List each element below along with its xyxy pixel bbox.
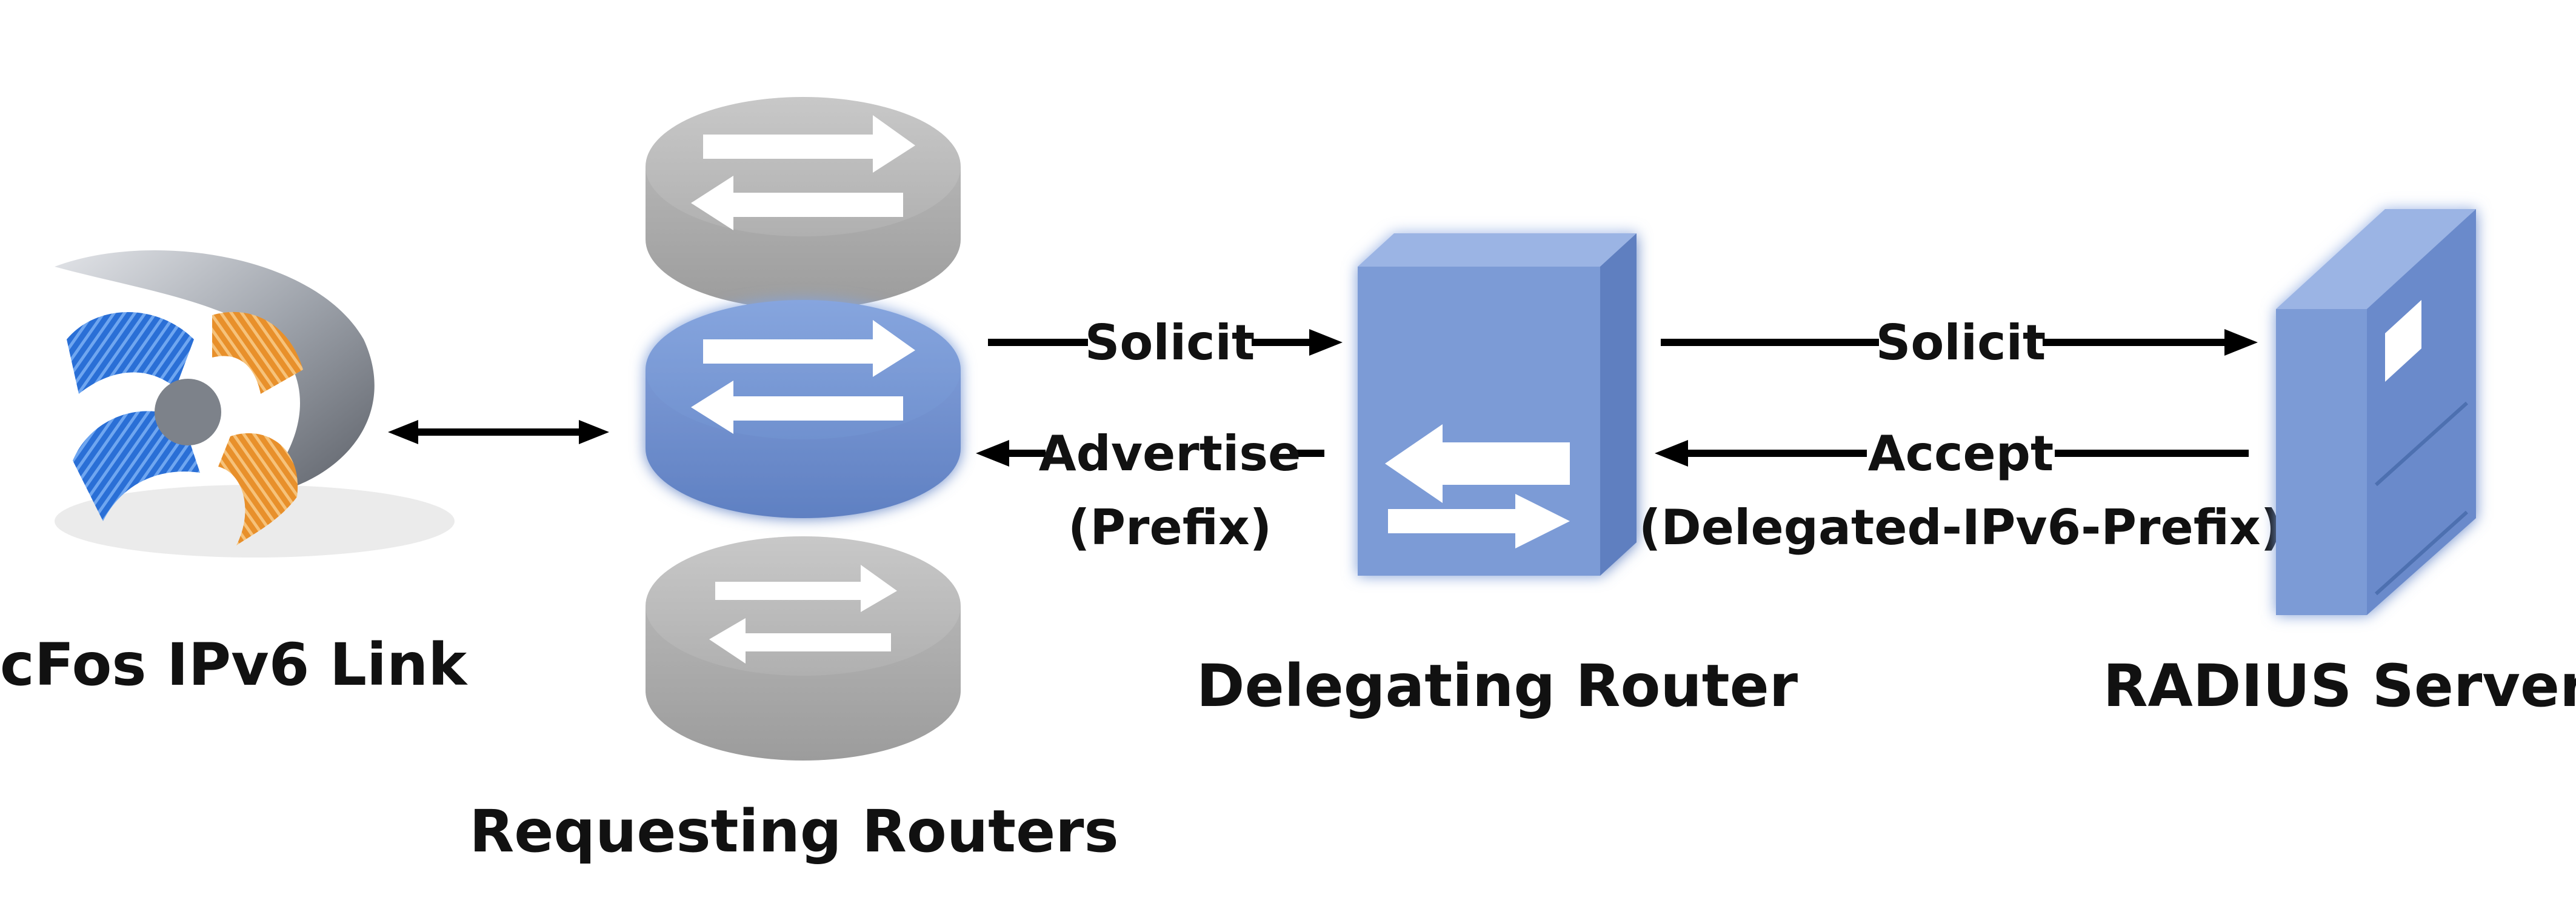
router-cylinder-icon: [646, 97, 961, 309]
link-arrow: [388, 420, 609, 444]
radius-label: RADIUS Server: [2103, 652, 2576, 720]
router-box-icon: [1358, 233, 1637, 576]
advertise-arrow: Advertise (Prefix): [976, 423, 1324, 556]
advertise-label: Advertise: [1039, 425, 1301, 482]
solicit-label-1: Solicit: [1085, 315, 1255, 371]
router-cylinder-icon: [646, 300, 961, 518]
server-tower-icon: [2276, 209, 2476, 615]
accept-label: Accept: [1868, 425, 2054, 482]
accept-detail: (Delegated-IPv6-Prefix): [1639, 499, 2283, 556]
cfos-logo-icon: [55, 250, 455, 558]
router-cylinder-icon: [646, 536, 961, 761]
delegating-label: Delegating Router: [1196, 652, 1798, 720]
accept-arrow: Accept (Delegated-IPv6-Prefix): [1639, 423, 2283, 556]
solicit-label-2: Solicit: [1876, 315, 2046, 371]
requesting-label: Requesting Routers: [469, 797, 1118, 865]
solicit-arrow-2: Solicit: [1661, 312, 2258, 373]
advertise-detail: (Prefix): [1068, 499, 1272, 556]
client-label: cFos IPv6 Link: [0, 631, 468, 699]
solicit-arrow-1: Solicit: [988, 312, 1343, 373]
